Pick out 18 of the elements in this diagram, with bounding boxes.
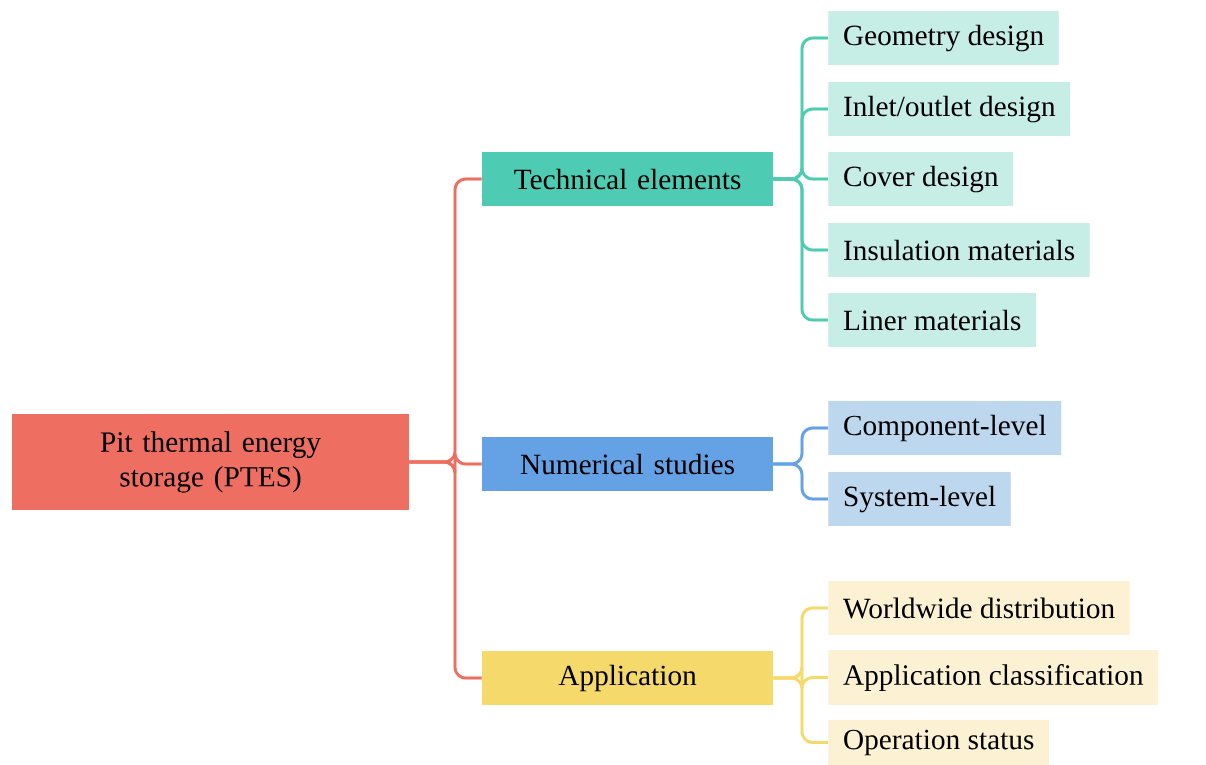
topic-box: Liner materials xyxy=(828,293,1036,347)
connector xyxy=(773,177,828,322)
topic-box: Geometry design xyxy=(828,11,1059,65)
topic-box: Inlet/outlet design xyxy=(828,82,1071,136)
connector xyxy=(409,460,482,680)
topic-box: Insulation materials xyxy=(828,223,1090,277)
topic-box: Operation status xyxy=(828,720,1050,765)
category-box: Numerical studies xyxy=(482,437,773,491)
category-box: Application xyxy=(482,651,773,705)
root-box: Pit thermal energy storage (PTES) xyxy=(12,414,409,510)
topic-box: Component-level xyxy=(828,401,1062,455)
topic-box: System-level xyxy=(828,472,1011,526)
topic-box: Cover design xyxy=(828,152,1014,206)
connector xyxy=(773,676,828,744)
connector xyxy=(773,462,828,501)
category-box: Technical elements xyxy=(482,152,773,206)
topic-box: Application classification xyxy=(828,650,1159,705)
topic-box: Worldwide distribution xyxy=(828,581,1130,635)
